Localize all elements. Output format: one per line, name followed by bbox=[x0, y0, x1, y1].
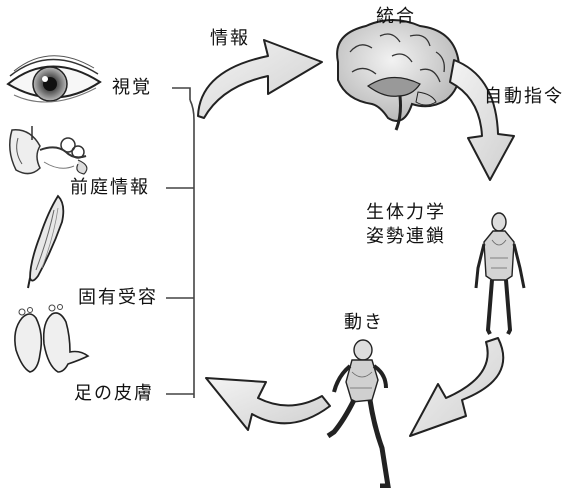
anatomy-figure-icon bbox=[474, 212, 526, 335]
info-arrow bbox=[197, 39, 323, 119]
foot-skin-label: 足の皮膚 bbox=[74, 383, 154, 404]
movement-arrow bbox=[409, 337, 505, 437]
vestibular-label: 前庭情報 bbox=[70, 177, 150, 198]
input-bracket bbox=[166, 87, 195, 398]
vision-label: 視覚 bbox=[112, 77, 152, 98]
integration-label: 統合 bbox=[376, 6, 416, 27]
auto-command-arrow bbox=[449, 59, 515, 181]
eye-icon bbox=[6, 55, 102, 103]
biomechanics-label-line1: 生体力学 bbox=[366, 202, 446, 223]
muscle-spindle-icon bbox=[27, 194, 65, 289]
feedback-arrow bbox=[205, 377, 331, 431]
info-label: 情報 bbox=[210, 28, 250, 49]
proprioception-label: 固有受容 bbox=[78, 287, 158, 308]
auto-command-label: 自動指令 bbox=[484, 86, 564, 107]
inner-ear-icon bbox=[9, 126, 88, 175]
biomechanics-label-line2: 姿勢連鎖 bbox=[366, 226, 446, 247]
brain-icon bbox=[336, 19, 461, 131]
movement-label: 動き bbox=[344, 312, 384, 333]
foot-soles-icon bbox=[14, 304, 90, 373]
running-figure-icon bbox=[326, 339, 391, 488]
